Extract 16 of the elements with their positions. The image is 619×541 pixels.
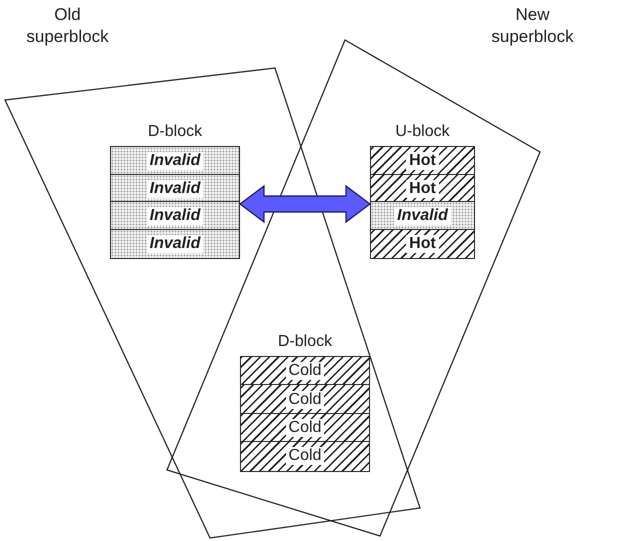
superblock-heading: Old superblock <box>25 4 110 48</box>
double-arrow <box>239 184 371 224</box>
page-row: Hot <box>370 228 475 259</box>
page-row: Invalid <box>110 146 240 175</box>
page-row: Cold <box>240 384 370 416</box>
block-heading: D-block <box>146 122 204 142</box>
block-heading: U-block <box>394 122 451 142</box>
page-row: Hot <box>370 146 475 175</box>
page-row: Invalid <box>110 201 240 232</box>
page-row: Cold <box>240 440 370 472</box>
page-row: Cold <box>240 412 370 444</box>
page-row: Invalid <box>110 228 240 259</box>
page-row: Invalid <box>370 201 475 232</box>
block-heading: D-block <box>276 332 334 352</box>
superblock-heading: New superblock <box>490 4 575 48</box>
page-row: Cold <box>240 356 370 386</box>
